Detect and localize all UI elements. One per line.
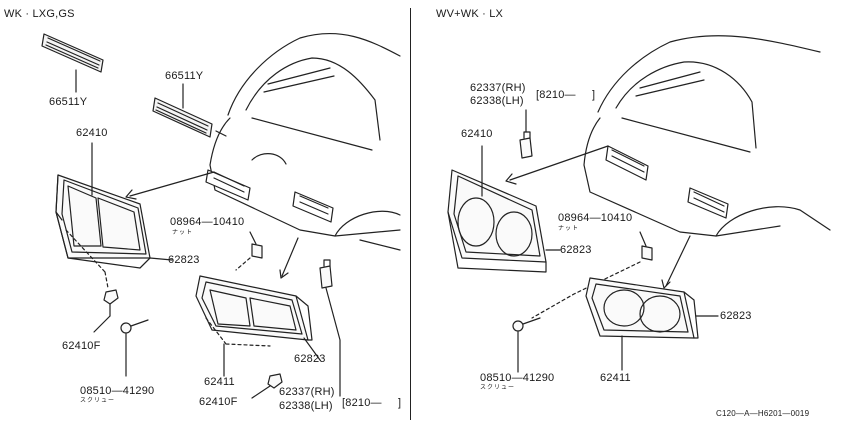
label-grille-b: 66511Y: [165, 70, 204, 82]
label-socket-rh: 62337(RH): [279, 386, 335, 398]
label-nut-caption-right: ナット: [558, 226, 580, 232]
lamp-housing-right: [447, 145, 561, 273]
clip-left-bottom: [251, 373, 283, 399]
label-socket-lh-right: 62338(LH): [470, 95, 524, 107]
car-rear-right: [583, 35, 831, 237]
label-screw-part: 08510—41290: [80, 385, 155, 397]
label-socket-rh-right: 62337(RH): [470, 82, 526, 94]
screw-right: [512, 317, 541, 373]
label-gasket: 62823: [168, 254, 200, 266]
label-screw-caption: スクリュー: [80, 398, 116, 404]
nut-left: [235, 231, 263, 271]
label-gasket-right: 62823: [560, 244, 592, 256]
left-panel-header: WK · LXG,GS: [4, 8, 75, 20]
socket-right: [519, 109, 533, 159]
grille-part-left: [41, 33, 104, 93]
label-date-code: [8210—: [342, 397, 382, 409]
label-screw-caption-right: スクリュー: [480, 385, 516, 391]
screw-left: [120, 319, 149, 377]
nut-right: [531, 231, 653, 319]
grille-part-car-left: [152, 83, 213, 138]
label-date-end: ]: [398, 397, 402, 409]
label-lamp-housing-right: 62410: [461, 128, 493, 140]
label-clip: 62410F: [62, 340, 101, 352]
footer-code: C120—A—H6201—0019: [716, 409, 810, 418]
label-lamp-housing: 62410: [76, 127, 108, 139]
label-nut-part: 08964—10410: [170, 216, 245, 228]
label-date-code-right: [8210—: [536, 89, 576, 101]
label-socket-lh: 62338(LH): [279, 400, 333, 412]
label-finisher-right: 62411: [600, 372, 631, 384]
finisher-right: [585, 277, 719, 371]
car-rear-left: [205, 32, 401, 251]
label-grille-a: 66511Y: [49, 96, 88, 108]
panel-divider: [410, 8, 411, 420]
right-panel-header: WV+WK · LX: [436, 8, 504, 20]
label-gasket-2-right: 62823: [720, 310, 752, 322]
socket-left: [319, 259, 341, 397]
label-finisher: 62411: [204, 376, 235, 388]
clip-left: [93, 289, 119, 333]
label-nut-part-right: 08964—10410: [558, 212, 633, 224]
lamp-housing-left: [55, 142, 173, 289]
finisher-left: [195, 275, 321, 377]
label-nut-caption: ナット: [172, 230, 194, 236]
label-clip-2: 62410F: [199, 396, 238, 408]
label-screw-part-right: 08510—41290: [480, 372, 555, 384]
label-gasket-2: 62823: [294, 353, 326, 365]
label-date-end-right: ]: [592, 89, 596, 101]
